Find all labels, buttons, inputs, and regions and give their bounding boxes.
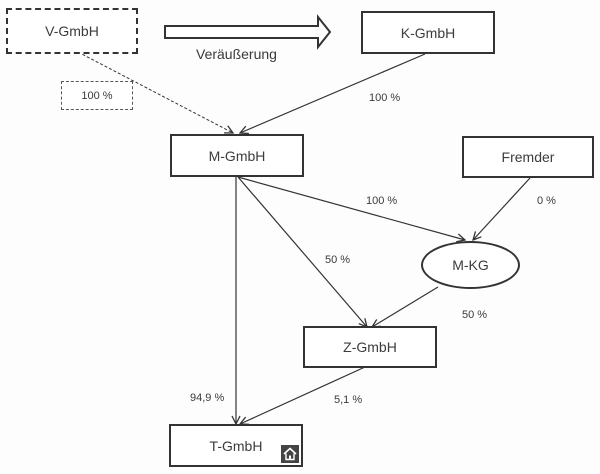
edge-k-to-m [240, 53, 426, 133]
edge-label-k-to-m: 100 % [369, 92, 401, 104]
edge-m-to-mkg [237, 176, 465, 240]
edge-label-fremder-to-mkg: 0 % [537, 195, 556, 207]
edge-label-v-to-m: 100 % [61, 81, 133, 110]
edge-z-to-t [240, 366, 366, 424]
edge-fremder-to-mkg [473, 177, 531, 240]
edge-label-m-to-z: 50 % [325, 254, 351, 266]
transfer-label: Veräußerung [196, 46, 277, 62]
transfer-arrow [164, 14, 332, 50]
edge-label-m-to-t: 94,9 % [190, 392, 225, 404]
node-v-gmbh[interactable]: V-GmbH [6, 8, 138, 54]
node-m-kg[interactable]: M-KG [421, 241, 520, 289]
node-t-gmbh-label: T-GmbH [209, 437, 263, 454]
edge-m-to-z [237, 176, 367, 327]
node-z-gmbh[interactable]: Z-GmbH [303, 326, 437, 368]
edge-mkg-to-z [372, 286, 439, 327]
node-m-gmbh[interactable]: M-GmbH [170, 134, 304, 177]
home-icon [281, 445, 299, 463]
node-fremder[interactable]: Fremder [462, 136, 594, 178]
node-t-gmbh[interactable]: T-GmbH [169, 424, 303, 467]
edge-label-z-to-t: 5,1 % [334, 394, 363, 406]
node-k-gmbh[interactable]: K-GmbH [361, 11, 495, 54]
edge-v-to-m [77, 51, 233, 133]
edge-label-mkg-to-z: 50 % [462, 309, 488, 321]
edge-label-m-to-mkg: 100 % [366, 195, 398, 207]
